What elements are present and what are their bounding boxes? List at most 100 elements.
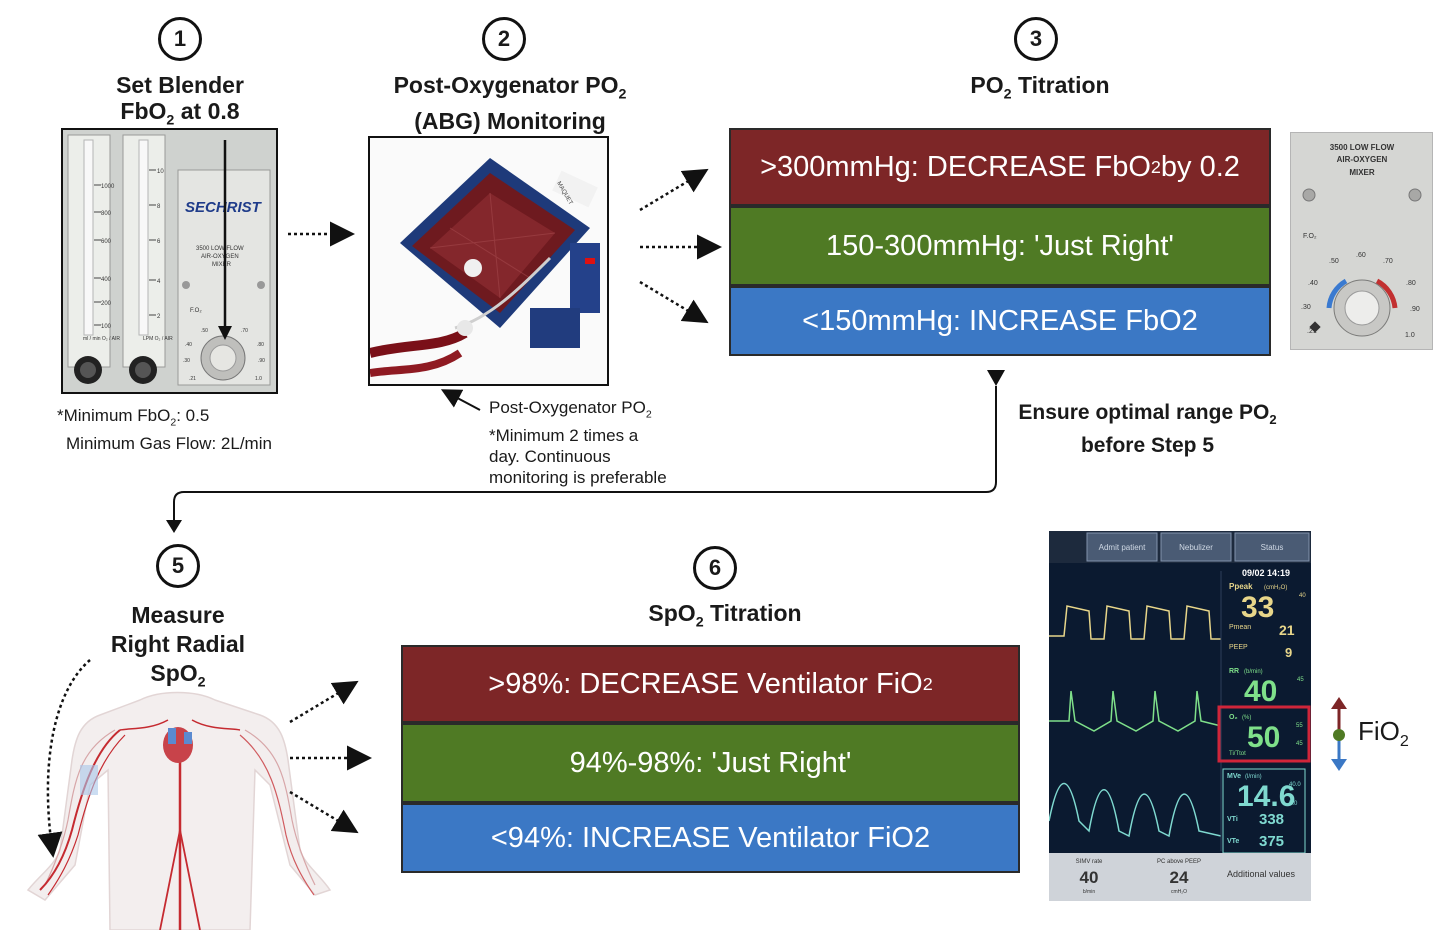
bottom-value: 24 [1170, 868, 1189, 887]
bottom-unit: cmH₂O [1171, 889, 1187, 895]
dial-mark: .60 [1356, 252, 1366, 259]
title-line: Set Blender [116, 72, 244, 98]
additional-values: Additional values [1227, 869, 1296, 879]
rr-label: RR [1229, 668, 1239, 675]
vte-value: 375 [1259, 833, 1284, 850]
step-number: 3 [1029, 26, 1043, 51]
titot-label: Ti/Ttot [1229, 751, 1246, 757]
mixer-model-line: 3500 LOW FLOW [1330, 143, 1395, 152]
blender-model-line: 3500 LOW FLOW [196, 246, 244, 252]
oxygenator-photo: MAQUET [368, 136, 609, 386]
blender-model-line: AIR-OXYGEN [201, 254, 239, 260]
dial-mark: .40 [1308, 280, 1318, 287]
dial-mark: .40 [185, 342, 192, 348]
vte-label: VTe [1227, 838, 1239, 845]
dial-mark: .50 [1329, 258, 1339, 265]
step-3-circle: 3 [1014, 17, 1058, 61]
spo2-low-box: <94%: INCREASE Ventilator FiO2 [401, 803, 1020, 873]
title-line: Measure [131, 602, 225, 628]
title-line: SpO2 [150, 660, 206, 691]
ppeak-scale: 40 [1299, 593, 1306, 599]
mve-label: MVe [1227, 773, 1241, 780]
dotted-arrow [639, 168, 709, 212]
connector-arrowhead [987, 370, 1005, 386]
step-number: 1 [173, 26, 187, 51]
o2-value: 50 [1247, 721, 1280, 754]
scale-label: 1000 [101, 184, 115, 190]
mixer-model-line: MIXER [1349, 168, 1375, 177]
mve-value: 14.6 [1237, 780, 1295, 813]
dial-mark: 1.0 [1405, 332, 1415, 339]
o2-scale-lo: 45 [1296, 741, 1303, 747]
title-line: FbO2 at 0.8 [120, 98, 240, 129]
fio2-updown-icon [1331, 697, 1347, 771]
blender-model-line: MIXER [212, 262, 232, 268]
scale-label: 10 [157, 169, 164, 175]
mve-unit: (l/min) [1245, 774, 1262, 780]
dial-mark: .21 [189, 376, 196, 382]
note-line: Minimum Gas Flow: 2L/min [66, 434, 272, 454]
mve-scale-hi: 40.0 [1289, 782, 1301, 788]
ventilator-screen: Admit patient Nebulizer Status 09/02 14:… [1049, 531, 1311, 901]
step-5-circle: 5 [156, 544, 200, 588]
step-6-circle: 6 [693, 546, 737, 590]
scale-label: 6 [157, 239, 161, 245]
dial-mark: .90 [1410, 306, 1420, 313]
scale-label: 600 [101, 239, 112, 245]
scale-label: 2 [157, 314, 161, 320]
blender-note: *Minimum FbO2: 0.5 Minimum Gas Flow: 2L/… [57, 405, 272, 454]
note-line: *Minimum FbO2: 0.5 [57, 406, 210, 429]
step-number: 6 [708, 555, 722, 580]
dial-mark: .50 [201, 328, 208, 334]
mixer-illustration: 3500 LOW FLOW AIR-OXYGEN MIXER F.O₂ .50 … [1291, 133, 1432, 349]
connector-arrowhead [166, 520, 182, 533]
step-6-title: SpO2 Titration [648, 600, 802, 631]
dotted-arrow [289, 680, 359, 724]
ventilator-illustration: Admit patient Nebulizer Status 09/02 14:… [1049, 531, 1311, 901]
dial-mark: .80 [257, 342, 264, 348]
scale-label: 4 [157, 279, 161, 285]
o2-unit: (%) [1242, 715, 1251, 721]
ppeak-value: 33 [1241, 591, 1274, 624]
scale-label: 100 [101, 324, 112, 330]
mixer-photo: 3500 LOW FLOW AIR-OXYGEN MIXER F.O₂ .50 … [1290, 132, 1433, 350]
note-line: before Step 5 [1080, 434, 1215, 458]
pmean-label: Pmean [1229, 624, 1251, 631]
step-1-circle: 1 [158, 17, 202, 61]
o2-scale-hi: 55 [1296, 723, 1303, 729]
vti-label: VTi [1227, 816, 1238, 823]
bottom-label: PC above PEEP [1157, 859, 1201, 865]
dial-mark: .80 [1406, 280, 1416, 287]
oxygenator-note: Post-Oxygenator PO2 *Minimum 2 times a d… [489, 397, 667, 488]
vent-tab: Admit patient [1099, 543, 1146, 552]
scale-label: 8 [157, 204, 161, 210]
step-number: 5 [171, 553, 185, 578]
title-line: Right Radial [110, 631, 246, 657]
o2-label: O₂ [1229, 714, 1238, 721]
vti-value: 338 [1259, 811, 1284, 828]
flow-label: ml / min O₂ / AIR [83, 336, 120, 342]
flow-label: LPM O₂ / AIR [143, 336, 173, 342]
note-line: day. Continuous [489, 447, 611, 467]
bottom-label: SIMV rate [1076, 859, 1103, 865]
dotted-arrow [639, 280, 709, 324]
scale-label: 200 [101, 301, 112, 307]
note-line: Post-Oxygenator PO2 [489, 398, 652, 421]
scale-label: 800 [101, 211, 112, 217]
po2-mid-box: 150-300mmHg: 'Just Right' [729, 206, 1271, 286]
scale-label: 400 [101, 277, 112, 283]
step-2-title: Post-Oxygenator PO2 (ABG) Monitoring [360, 72, 660, 134]
step-2-circle: 2 [482, 17, 526, 61]
oxygenator-illustration: MAQUET [370, 138, 607, 384]
bottom-value: 40 [1080, 868, 1099, 887]
blender-photo: 1000 800 600 400 200 100 10 8 6 4 2 ml /… [61, 128, 278, 394]
step-number: 2 [497, 26, 511, 51]
step-3-title: PO2 Titration [970, 72, 1110, 103]
peep-value: 9 [1285, 645, 1292, 660]
step-5-title: Measure Right Radial SpO2 [80, 601, 276, 698]
fio2-label: FiO2 [1358, 716, 1409, 751]
dial-mark: .90 [258, 358, 265, 364]
